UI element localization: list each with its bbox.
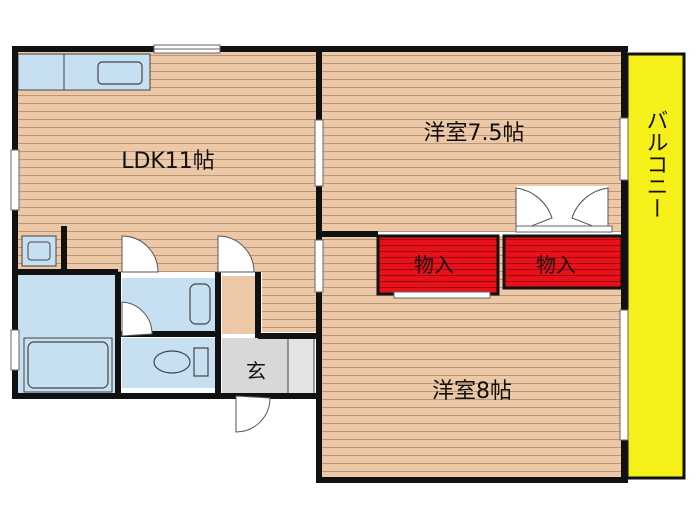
toilet-bowl — [153, 350, 191, 374]
western-room-1-label: 洋室7.5帖 — [424, 121, 525, 146]
bathtub — [27, 341, 109, 389]
closet-2-label: 物入 — [536, 253, 576, 277]
windows — [10, 44, 629, 441]
closet-1-label: 物入 — [414, 253, 454, 277]
hall-floor — [262, 272, 316, 332]
closet-sliding-doors — [393, 225, 613, 299]
shoe-box — [287, 337, 315, 395]
balcony-label: バルコニー — [643, 109, 668, 219]
door-swings — [121, 187, 609, 433]
closet-2 — [502, 234, 624, 290]
entrance-label: 玄 — [246, 359, 266, 383]
ldk-label: LDK11帖 — [121, 149, 215, 174]
kitchen-sink — [97, 61, 143, 85]
balcony — [625, 52, 686, 480]
bathtub-frame — [23, 337, 113, 393]
fridge-inner — [27, 241, 51, 261]
toilet-tank — [193, 347, 209, 377]
entry-hall — [222, 276, 258, 334]
washbasin — [189, 283, 211, 325]
western-room-2-label: 洋室8帖 — [432, 379, 512, 404]
